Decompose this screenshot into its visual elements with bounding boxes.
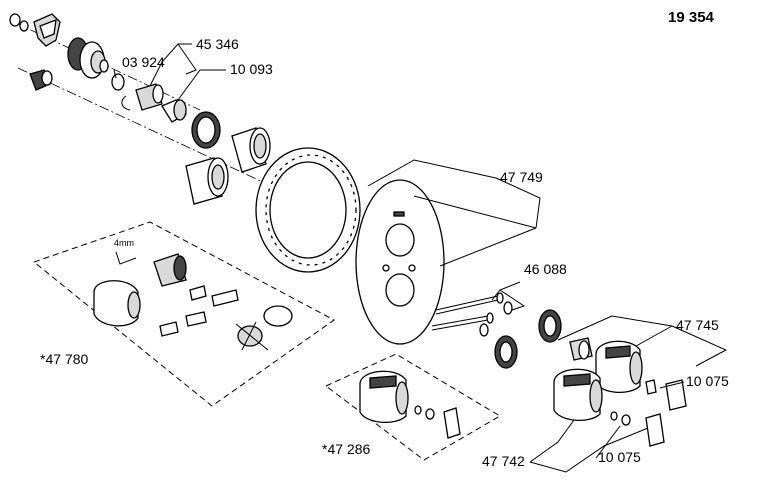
label-47749: 47 749 [500, 169, 543, 185]
label-tool-size: 4mm [114, 238, 134, 248]
label-47745: 47 745 [676, 317, 719, 333]
label-47286: *47 286 [322, 441, 370, 457]
leader-lines-top [113, 43, 226, 101]
label-46088: 46 088 [524, 261, 567, 277]
label-45346: 45 346 [196, 36, 239, 52]
handle-47742 [553, 368, 665, 447]
long-screws [431, 292, 513, 337]
label-47780: *47 780 [40, 351, 88, 367]
nuts [494, 309, 562, 369]
label-03924: 03 924 [122, 54, 165, 70]
label-10075-lower: 10 075 [598, 449, 641, 465]
sleeves [185, 111, 271, 205]
cartridge-assembly [9, 13, 281, 191]
label-10075-upper: 10 075 [686, 373, 729, 389]
label-10093: 10 093 [230, 61, 273, 77]
cover-plate [355, 179, 445, 345]
leader-46088 [491, 281, 526, 311]
handle-47745 [569, 337, 687, 411]
leader-47749 [367, 159, 541, 267]
leader-47742 [529, 419, 649, 473]
leader-47745 [557, 315, 728, 389]
label-47742: 47 742 [482, 453, 525, 469]
drawing-number: 19 354 [668, 9, 715, 26]
rosette-ring [255, 147, 361, 273]
kit-box-47780: 4mm [32, 221, 335, 407]
kit-box-47286 [325, 353, 501, 461]
